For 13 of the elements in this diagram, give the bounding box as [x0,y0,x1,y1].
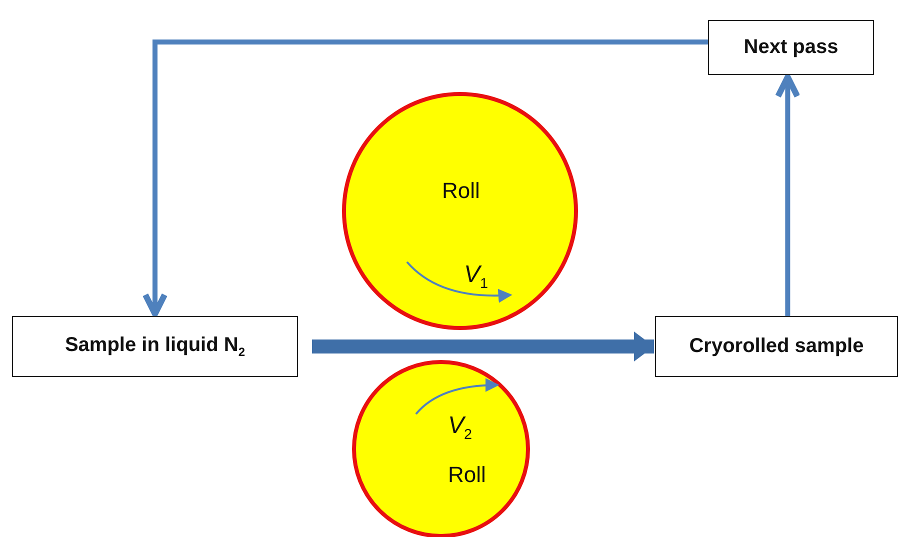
process-box [12,316,298,377]
velocity-label: V$_{1}$ [464,261,488,292]
arrow [775,74,800,316]
arrow [142,40,708,317]
block-arrow [312,332,654,362]
velocity-label: V$_{2}$ [448,412,472,443]
roll-label: Roll [442,178,480,204]
box-label: Sample in liquid N$_{2}$ [64,334,246,359]
process-box [708,20,874,75]
roll-label: Roll [448,462,486,488]
box-label: Cryorolled sample [689,335,864,358]
process-box [655,316,898,377]
box-label: Next pass [744,36,838,59]
